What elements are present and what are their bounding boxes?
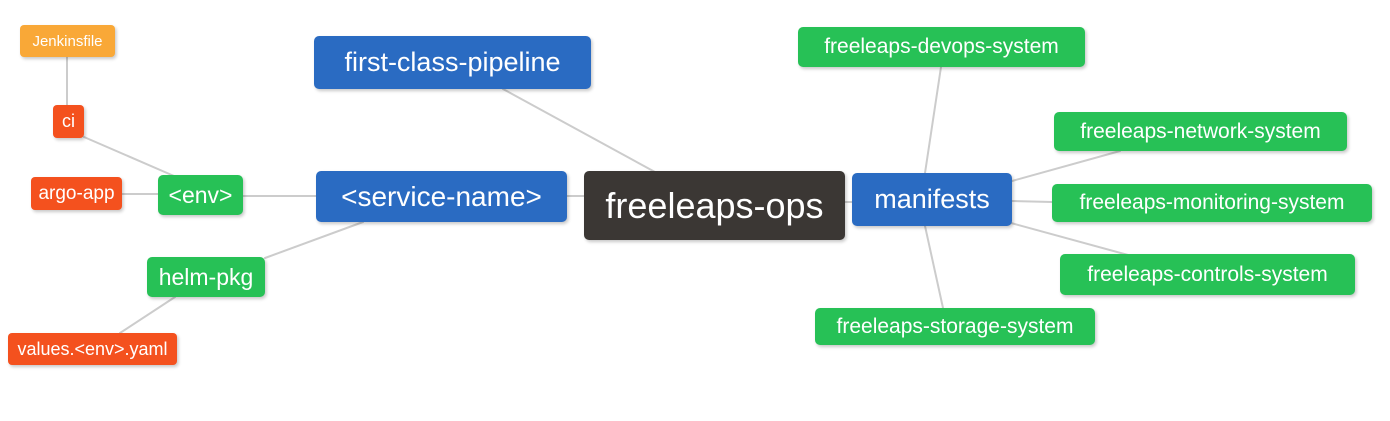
node-freeleaps-controls-system[interactable]: freeleaps-controls-system [1060, 254, 1355, 295]
node-env[interactable]: <env> [158, 175, 243, 215]
node-freeleaps-ops[interactable]: freeleaps-ops [584, 171, 845, 240]
node-service-name[interactable]: <service-name> [316, 171, 567, 222]
node-jenkinsfile[interactable]: Jenkinsfile [20, 25, 115, 57]
edge-helm-pkg-values-env-yaml [119, 296, 176, 334]
node-freeleaps-devops-system[interactable]: freeleaps-devops-system [798, 27, 1085, 67]
edge-manifests-devops-system [924, 66, 942, 174]
edge-first-class-pipeline-freeleaps-ops [502, 88, 656, 173]
node-helm-pkg[interactable]: helm-pkg [147, 257, 265, 297]
edge-manifests-controls-system [1010, 222, 1129, 256]
node-freeleaps-network-system[interactable]: freeleaps-network-system [1054, 112, 1347, 151]
node-argo-app[interactable]: argo-app [31, 177, 122, 210]
node-values-env-yaml[interactable]: values.<env>.yaml [8, 333, 177, 365]
node-first-class-pipeline[interactable]: first-class-pipeline [314, 36, 591, 89]
edge-service-name-helm-pkg [264, 221, 364, 259]
node-freeleaps-storage-system[interactable]: freeleaps-storage-system [815, 308, 1095, 345]
edge-manifests-storage-system [924, 225, 944, 309]
edge-manifests-monitoring-system [1011, 200, 1053, 203]
node-ci[interactable]: ci [53, 105, 84, 138]
edge-manifests-network-system [1011, 150, 1121, 182]
node-freeleaps-monitoring-system[interactable]: freeleaps-monitoring-system [1052, 184, 1372, 222]
node-manifests[interactable]: manifests [852, 173, 1012, 226]
edge-ci-env [83, 136, 175, 177]
